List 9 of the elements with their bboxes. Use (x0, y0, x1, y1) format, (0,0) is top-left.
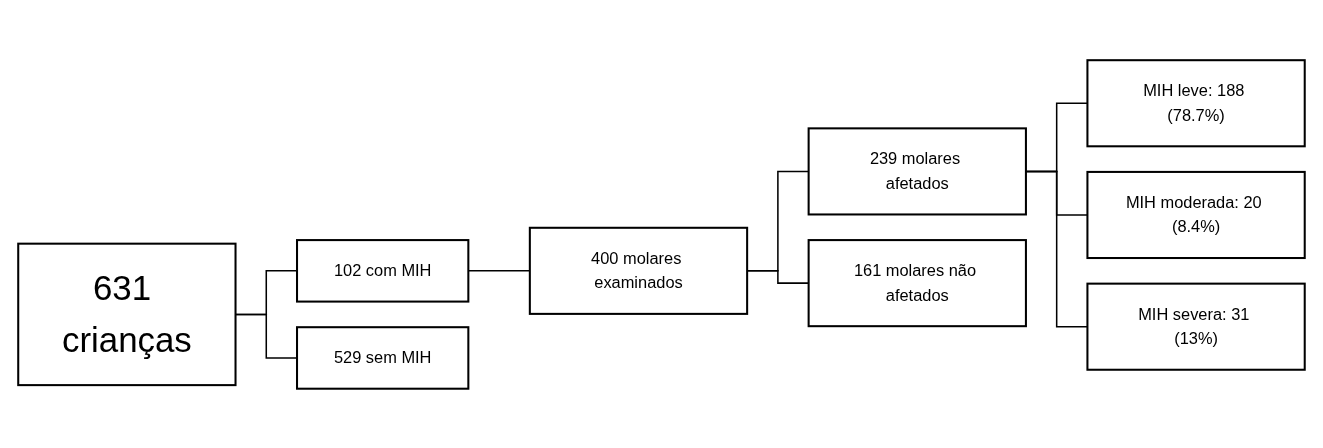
node-box: 239 molares afetados (807, 126, 1027, 216)
node-box: 529 sem MIH (296, 325, 470, 390)
node-box: MIH severa: 31 (13%) (1086, 282, 1306, 371)
node-box: 400 molares examinados (528, 226, 749, 315)
node-box: MIH leve: 188 (78.7%) (1086, 58, 1306, 147)
node-box: 161 molares não afetados (807, 238, 1027, 327)
node-box: 102 com MIH (296, 238, 470, 303)
node-box: 631 crianças (17, 242, 237, 386)
node-box: MIH moderada: 20 (8.4%) (1086, 170, 1306, 259)
